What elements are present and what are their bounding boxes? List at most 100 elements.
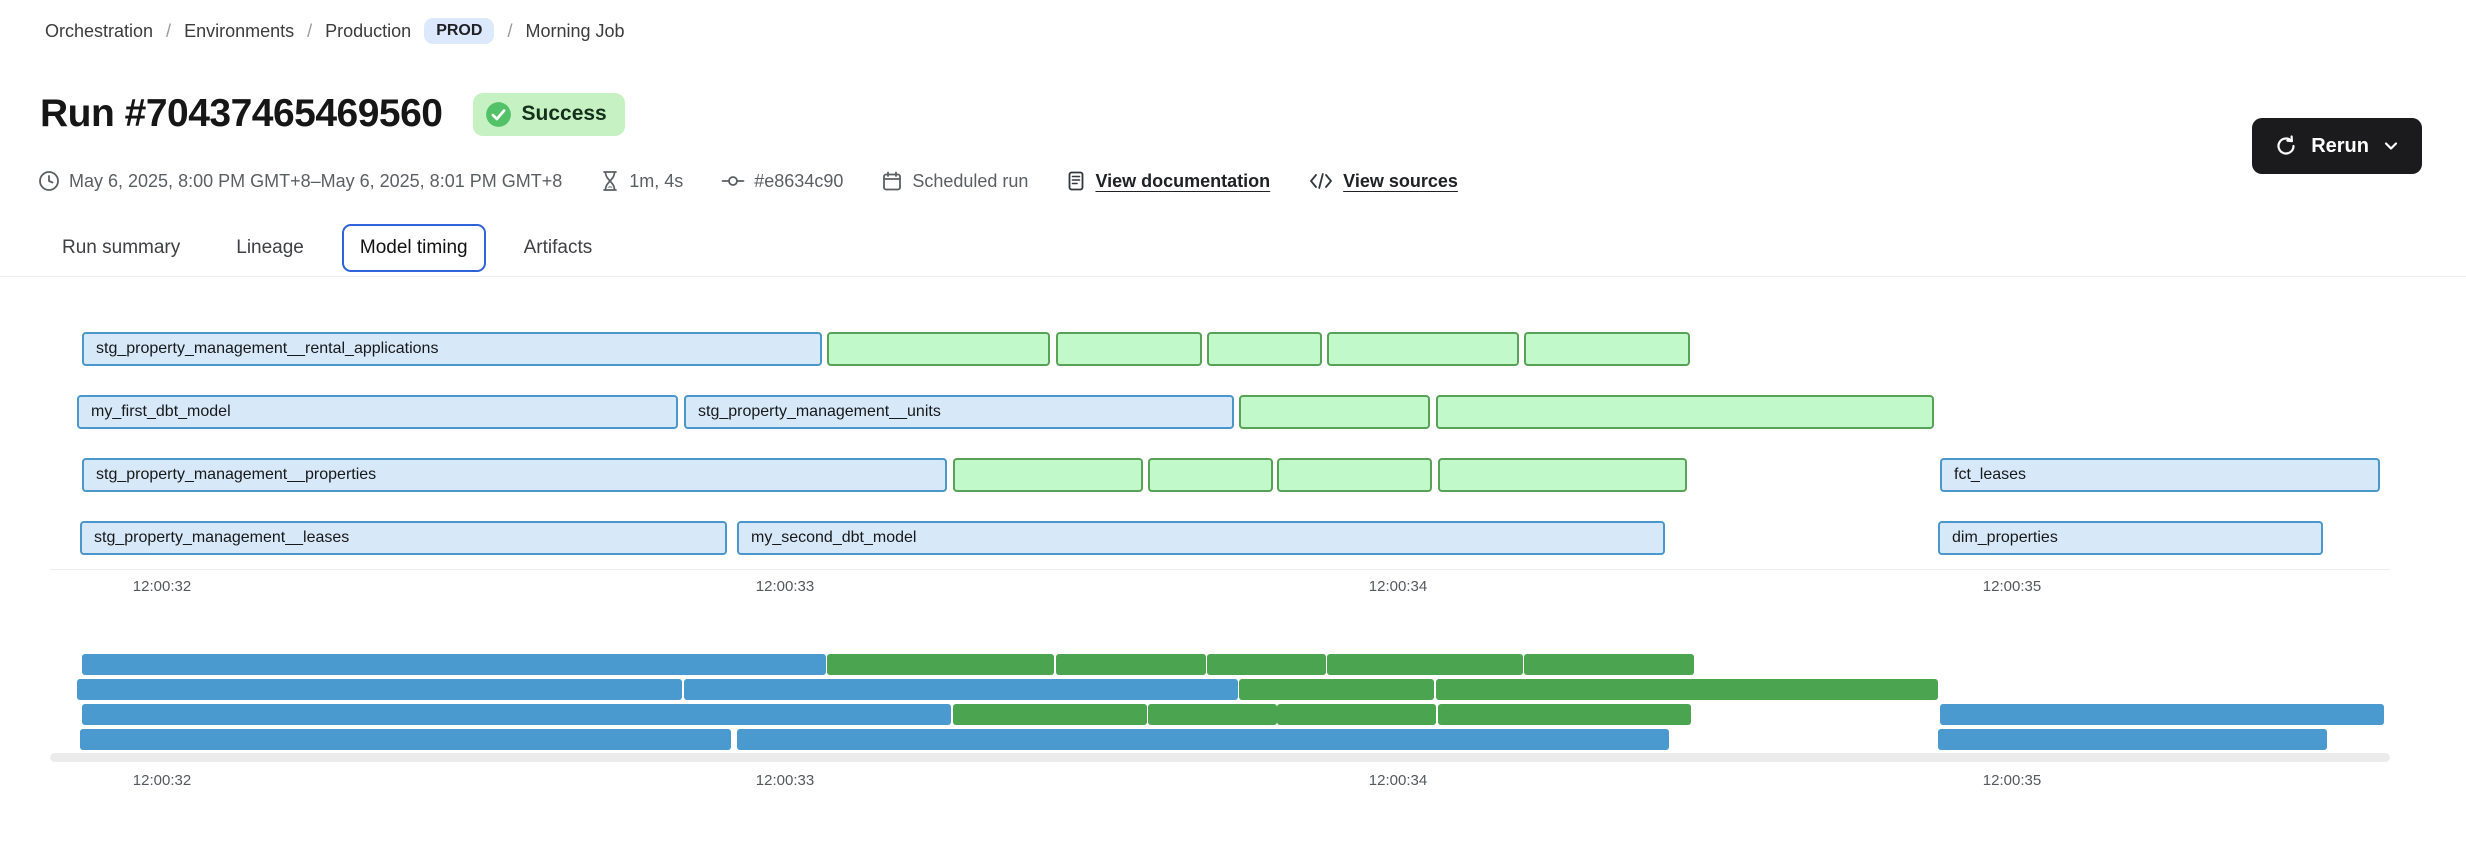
run-duration-text: 1m, 4s bbox=[629, 170, 684, 191]
tab-bar: Run summary Lineage Model timing Artifac… bbox=[44, 224, 610, 272]
page-title: Run #70437465469560 bbox=[40, 92, 443, 135]
minimap-bar[interactable] bbox=[80, 729, 731, 750]
hourglass-icon bbox=[603, 171, 618, 191]
trigger-type-text: Scheduled run bbox=[912, 170, 1029, 191]
minimap-bar[interactable] bbox=[82, 704, 951, 725]
commit-hash-text: #e8634c90 bbox=[754, 170, 844, 191]
minimap-bar[interactable] bbox=[77, 679, 682, 700]
clock-icon bbox=[39, 171, 59, 191]
run-time-range-text: May 6, 2025, 8:00 PM GMT+8–May 6, 2025, … bbox=[69, 170, 563, 191]
gantt-bar[interactable] bbox=[827, 332, 1050, 366]
gantt-bar[interactable] bbox=[1207, 332, 1322, 366]
tab-model-timing[interactable]: Model timing bbox=[341, 224, 486, 272]
gantt-bar-my_first_dbt_model[interactable]: my_first_dbt_model bbox=[77, 395, 678, 429]
gantt-bar-label: my_second_dbt_model bbox=[751, 529, 917, 546]
minimap-bar[interactable] bbox=[1148, 704, 1277, 725]
gantt-bar[interactable] bbox=[953, 458, 1143, 492]
breadcrumb-separator: / bbox=[166, 20, 172, 41]
run-duration: 1m, 4s bbox=[600, 170, 683, 192]
view-documentation[interactable]: View documentation bbox=[1066, 170, 1270, 192]
gantt-bar[interactable] bbox=[1438, 458, 1687, 492]
minimap-bar[interactable] bbox=[827, 654, 1054, 675]
tab-artifacts[interactable]: Artifacts bbox=[523, 237, 593, 258]
minimap-bar[interactable] bbox=[1239, 679, 1434, 700]
gantt-bar-my_second_dbt_model[interactable]: my_second_dbt_model bbox=[737, 521, 1665, 555]
gantt-bar-label: my_first_dbt_model bbox=[91, 403, 231, 420]
gantt-bar-stg_property_management__properties[interactable]: stg_property_management__properties bbox=[82, 458, 947, 492]
gantt-bar-stg_property_management__rental_applications[interactable]: stg_property_management__rental_applicat… bbox=[82, 332, 822, 366]
minimap-bar[interactable] bbox=[737, 729, 1669, 750]
commit-hash: #e8634c90 bbox=[721, 170, 843, 192]
gantt-bar-label: stg_property_management__rental_applicat… bbox=[96, 340, 439, 357]
view-documentation-link[interactable]: View documentation bbox=[1095, 170, 1271, 191]
refresh-icon bbox=[2277, 135, 2295, 155]
tabs-divider bbox=[0, 276, 2466, 277]
gantt-minimap[interactable] bbox=[50, 654, 2400, 754]
breadcrumb-separator: / bbox=[307, 20, 313, 41]
trigger-type: Scheduled run bbox=[881, 170, 1028, 192]
minimap-bar[interactable] bbox=[1327, 654, 1523, 675]
gantt-bar-stg_property_management__units[interactable]: stg_property_management__units bbox=[684, 395, 1234, 429]
gantt-bar[interactable] bbox=[1056, 332, 1202, 366]
gantt-bar-label: fct_leases bbox=[1954, 466, 2027, 483]
run-time-range: May 6, 2025, 8:00 PM GMT+8–May 6, 2025, … bbox=[38, 170, 562, 192]
gantt-bar-label: dim_properties bbox=[1952, 529, 2058, 546]
axis-tick-label: 12:00:35 bbox=[1982, 578, 2042, 595]
tab-run-summary[interactable]: Run summary bbox=[62, 237, 181, 258]
minimap-bar[interactable] bbox=[953, 704, 1147, 725]
chevron-down-icon[interactable] bbox=[2382, 137, 2400, 155]
gantt-bar-label: stg_property_management__leases bbox=[94, 529, 350, 546]
minimap-bar[interactable] bbox=[1524, 654, 1694, 675]
minimap-scrollbar[interactable] bbox=[50, 753, 2390, 762]
minimap-bar[interactable] bbox=[1938, 729, 2327, 750]
tab-lineage[interactable]: Lineage bbox=[236, 237, 304, 258]
gantt-bar[interactable] bbox=[1524, 332, 1690, 366]
view-sources-link[interactable]: View sources bbox=[1343, 170, 1458, 191]
rerun-button[interactable]: Rerun bbox=[2252, 118, 2422, 174]
document-icon bbox=[1069, 171, 1084, 191]
gantt-bar[interactable] bbox=[1436, 395, 1934, 429]
code-icon bbox=[1310, 173, 1333, 189]
minimap-bar[interactable] bbox=[684, 679, 1238, 700]
gantt-bar-label: stg_property_management__properties bbox=[96, 466, 377, 483]
commit-icon bbox=[721, 176, 745, 186]
gantt-bar-dim_properties[interactable]: dim_properties bbox=[1938, 521, 2323, 555]
minimap-bar[interactable] bbox=[1056, 654, 1206, 675]
environment-badge: PROD bbox=[424, 18, 495, 44]
run-meta: May 6, 2025, 8:00 PM GMT+8–May 6, 2025, … bbox=[38, 170, 1458, 192]
breadcrumb-separator: / bbox=[507, 20, 513, 41]
axis-tick-label: 12:00:35 bbox=[1982, 772, 2042, 789]
breadcrumb: Orchestration / Environments / Productio… bbox=[45, 18, 625, 44]
breadcrumb-production[interactable]: Production bbox=[325, 20, 412, 41]
minimap-bar[interactable] bbox=[1436, 679, 1938, 700]
header: Run #70437465469560 Success bbox=[40, 92, 625, 136]
gantt-bar[interactable] bbox=[1277, 458, 1432, 492]
gantt-bar[interactable] bbox=[1239, 395, 1430, 429]
gantt-bar-fct_leases[interactable]: fct_leases bbox=[1940, 458, 2380, 492]
minimap-bar[interactable] bbox=[1438, 704, 1691, 725]
calendar-icon bbox=[883, 171, 902, 191]
gantt-main: stg_property_management__rental_applicat… bbox=[50, 300, 2400, 576]
minimap-bar[interactable] bbox=[1940, 704, 2384, 725]
gantt-bar-label: stg_property_management__units bbox=[698, 403, 941, 420]
gantt-bar[interactable] bbox=[1327, 332, 1519, 366]
axis-tick-label: 12:00:34 bbox=[1368, 578, 1428, 595]
gantt-bar-stg_property_management__leases[interactable]: stg_property_management__leases bbox=[80, 521, 727, 555]
minimap-bar[interactable] bbox=[82, 654, 826, 675]
view-sources[interactable]: View sources bbox=[1308, 171, 1458, 192]
status-badge: Success bbox=[472, 92, 625, 136]
gantt-bar[interactable] bbox=[1148, 458, 1273, 492]
axis-tick-label: 12:00:32 bbox=[132, 772, 192, 789]
minimap-bar[interactable] bbox=[1277, 704, 1436, 725]
check-circle-icon bbox=[485, 101, 511, 127]
minimap-bar[interactable] bbox=[1207, 654, 1326, 675]
breadcrumb-environments[interactable]: Environments bbox=[184, 20, 295, 41]
breadcrumb-morning-job[interactable]: Morning Job bbox=[525, 20, 625, 41]
rerun-label: Rerun bbox=[2311, 134, 2369, 157]
axis-tick-label: 12:00:32 bbox=[132, 578, 192, 595]
status-label: Success bbox=[521, 102, 607, 125]
breadcrumb-orchestration[interactable]: Orchestration bbox=[45, 20, 154, 41]
